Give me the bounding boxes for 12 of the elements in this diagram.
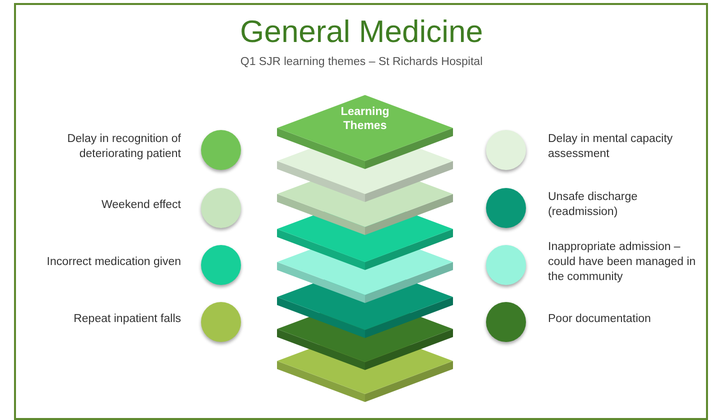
legend-label: Incorrect medication given: [46, 254, 181, 270]
legend-label: Inappropriate admission – could have been managed in the community: [548, 240, 697, 284]
top-layer-diamond: [277, 95, 453, 169]
legend-label: Unsafe discharge (readmission): [548, 190, 638, 220]
layer-title: Learning Themes: [340, 105, 390, 133]
legend-label: Delay in mental capacity assessment: [548, 132, 674, 162]
subtitle: Q1 SJR learning themes – St Richards Hospital: [239, 56, 484, 68]
legend-label: Weekend effect: [100, 198, 181, 212]
legend-label: Repeat inpatient falls: [72, 312, 181, 326]
legend-label: Poor documentation: [548, 312, 652, 326]
title: General Medicine: [239, 14, 484, 50]
legend-label: Delay in recognition of deteriorating patient: [66, 132, 181, 162]
